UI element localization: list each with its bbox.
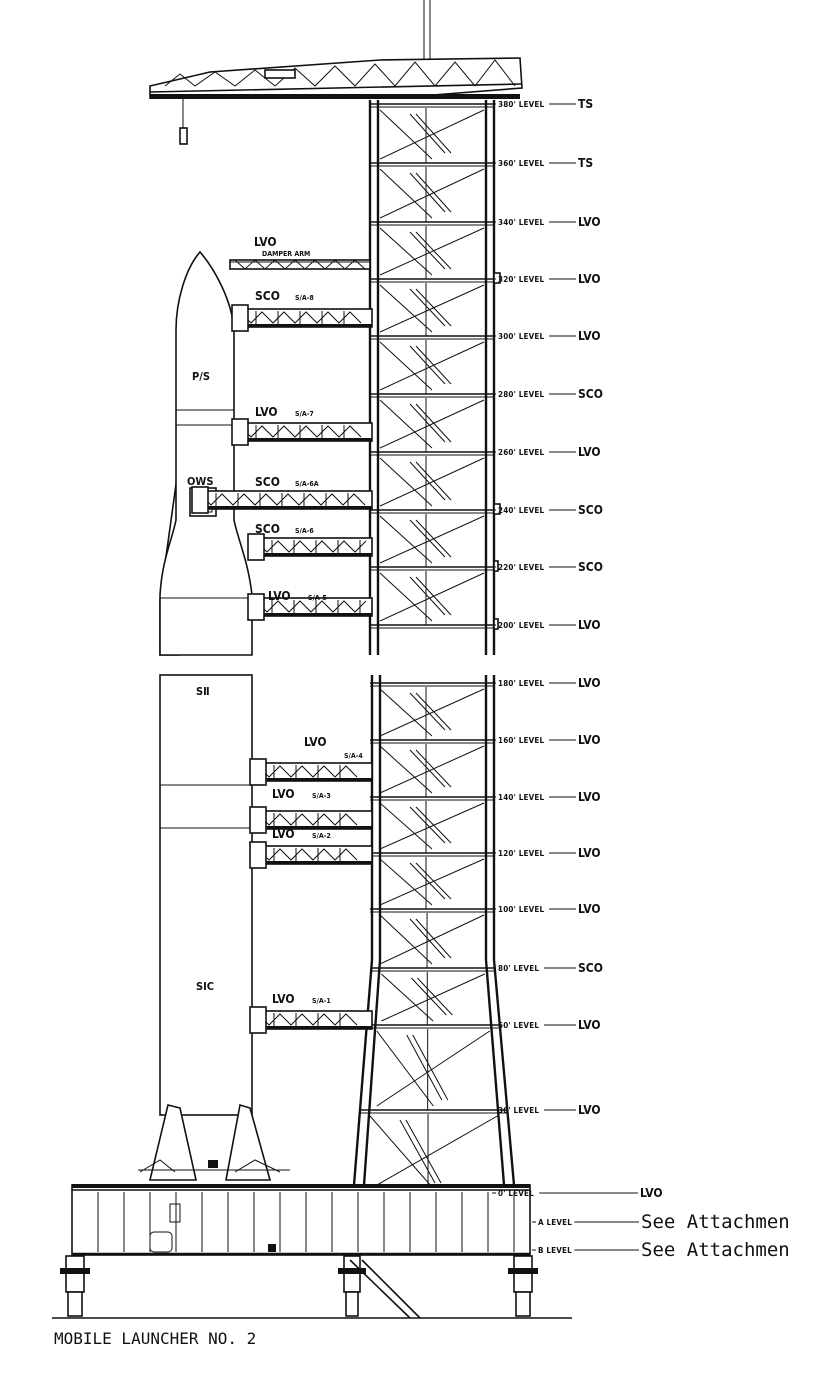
level-label: 100' LEVEL [498,905,545,914]
level-label: 160' LEVEL [498,736,545,745]
level-labels: 380' LEVEL TS 360' LEVEL TS 340' LEVEL LVO 320… [492,97,790,1261]
arm-number: S/A-2 [312,832,331,840]
service-arm [249,758,373,786]
arm-code: LVO [272,992,295,1006]
attachment-reference: See Attachmen [641,1239,790,1261]
level-label: 60' LEVEL [498,1021,539,1030]
umbilical-tower [352,100,516,1197]
service-arm [191,486,373,514]
arm-number: S/A-3 [312,792,331,800]
launcher-platform [52,1184,572,1319]
level-label: B LEVEL [538,1246,572,1255]
stage-label: P/S [192,370,210,383]
arm-code: LVO [272,827,295,841]
level-label: 30' LEVEL [498,1106,539,1115]
level-label: 180' LEVEL [498,679,545,688]
level-code: LVO [578,846,601,860]
level-code: SCO [578,560,603,574]
level-code: SCO [578,387,603,401]
diagram-caption: MOBILE LAUNCHER NO. 2 [54,1329,256,1348]
arm-code: LVO [304,735,327,749]
service-arm [247,593,373,621]
arm-code: SCO [255,289,280,303]
arm-number: S/A-1 [312,997,331,1005]
level-code: TS [578,97,593,111]
arm-number: S/A-4 [344,752,363,760]
level-code: SCO [578,503,603,517]
service-arms [191,259,373,1034]
stage-label: SIC [196,980,214,993]
level-label: 240' LEVEL [498,506,545,515]
level-code: LVO [578,902,601,916]
level-code: LVO [578,618,601,632]
level-code: LVO [578,1018,601,1032]
arm-number: S/A-5 [308,594,327,602]
arm-number: S/A-6A [295,480,319,488]
arm-code: SCO [255,522,280,536]
arm-number: S/A-6 [295,527,314,535]
launch-vehicle [138,250,290,1181]
level-code: LVO [578,215,601,229]
stage-label: OWS [187,475,213,488]
level-code: LVO [578,329,601,343]
damper-arm-code: LVO [254,235,277,249]
level-label: 300' LEVEL [498,332,545,341]
level-label: 280' LEVEL [498,390,545,399]
arm-code: LVO [272,787,295,801]
level-label: 320' LEVEL [498,275,545,284]
level-code: LVO [578,790,601,804]
level-label: 340' LEVEL [498,218,545,227]
level-code: LVO [578,1103,601,1117]
level-code: LVO [578,733,601,747]
level-label: 200' LEVEL [498,621,545,630]
service-arm [249,806,373,834]
level-label: 260' LEVEL [498,448,545,457]
level-label: A LEVEL [538,1218,572,1227]
damper-arm-labels: LVO DAMPER ARM [254,235,310,258]
service-arm [247,533,373,561]
attachment-reference: See Attachmen [641,1211,790,1233]
service-arm [249,1006,373,1034]
arm-code: LVO [255,405,278,419]
damper-arm-label: DAMPER ARM [262,250,310,258]
arm-number: S/A-8 [295,294,314,302]
level-label: 120' LEVEL [498,849,545,858]
level-label: 140' LEVEL [498,793,545,802]
level-label: 220' LEVEL [498,563,545,572]
service-arm [231,304,373,332]
level-code: LVO [578,676,601,690]
hammerhead-crane [149,0,523,145]
level-code: SCO [578,961,603,975]
stage-label: SⅡ [196,685,210,698]
level-label: 0' LEVEL [498,1189,534,1198]
arm-code: SCO [255,475,280,489]
level-code: LVO [578,272,601,286]
service-arm [249,841,373,869]
level-code: LVO [640,1186,663,1200]
level-label: 380' LEVEL [498,100,545,109]
vehicle-stage-labels: P/S OWS SⅡ SIC [187,370,214,993]
level-label: 80' LEVEL [498,964,539,973]
level-code: TS [578,156,593,170]
level-label: 360' LEVEL [498,159,545,168]
service-arm [231,418,373,446]
arm-code: LVO [268,589,291,603]
arm-number: S/A-7 [295,410,314,418]
level-code: LVO [578,445,601,459]
